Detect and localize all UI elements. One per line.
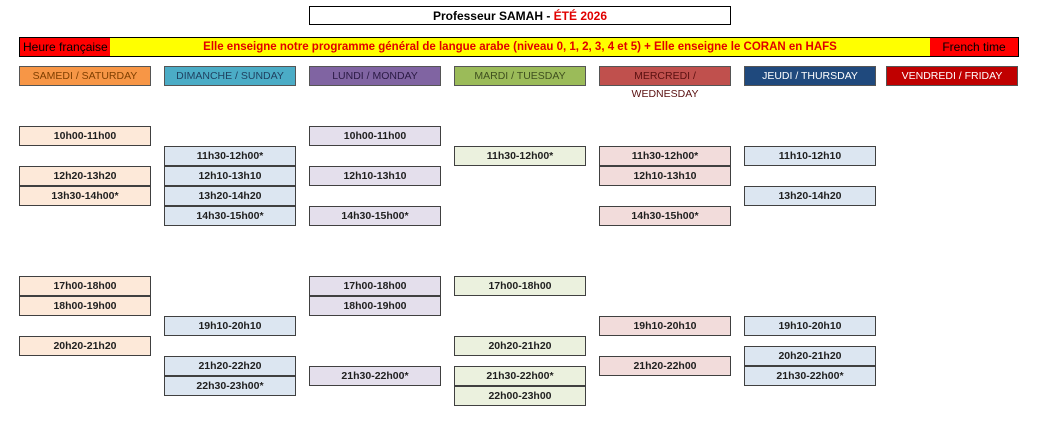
day-header: MARDI / TUESDAY [454, 66, 586, 86]
time-slot: 18h00-19h00 [19, 296, 151, 316]
schedule-title: Professeur SAMAH - ÉTÉ 2026 [309, 6, 731, 25]
time-slot: 22h30-23h00* [164, 376, 296, 396]
time-slot: 14h30-15h00* [309, 206, 441, 226]
time-slot: 14h30-15h00* [599, 206, 731, 226]
title-prefix: Professeur SAMAH - [432, 9, 554, 23]
time-slot: 17h00-18h00 [454, 276, 586, 296]
time-slot: 19h10-20h10 [744, 316, 876, 336]
time-slot: 17h00-18h00 [309, 276, 441, 296]
info-banner: Heure française Elle enseigne notre prog… [19, 37, 1019, 57]
time-slot: 12h10-13h10 [164, 166, 296, 186]
time-slot: 21h30-22h00* [744, 366, 876, 386]
time-slot: 13h30-14h00* [19, 186, 151, 206]
time-slot: 20h20-21h20 [454, 336, 586, 356]
time-slot: 11h30-12h00* [599, 146, 731, 166]
time-slot: 21h20-22h00 [599, 356, 731, 376]
time-slot: 21h20-22h20 [164, 356, 296, 376]
time-slot: 12h10-13h10 [309, 166, 441, 186]
time-slot: 13h20-14h20 [164, 186, 296, 206]
time-slot: 22h00-23h00 [454, 386, 586, 406]
time-slot: 11h30-12h00* [164, 146, 296, 166]
time-slot: 19h10-20h10 [164, 316, 296, 336]
time-slot: 11h10-12h10 [744, 146, 876, 166]
day-header: VENDREDI / FRIDAY [886, 66, 1018, 86]
time-slot: 10h00-11h00 [19, 126, 151, 146]
time-slot: 18h00-19h00 [309, 296, 441, 316]
time-slot: 21h30-22h00* [454, 366, 586, 386]
day-header: SAMEDI / SATURDAY [19, 66, 151, 86]
time-slot: 12h20-13h20 [19, 166, 151, 186]
time-slot: 17h00-18h00 [19, 276, 151, 296]
french-time-label-left: Heure française [20, 38, 110, 56]
time-slot: 13h20-14h20 [744, 186, 876, 206]
time-slot: 20h20-21h20 [744, 346, 876, 366]
title-season: ÉTÉ 2026 [553, 9, 608, 23]
time-slot: 14h30-15h00* [164, 206, 296, 226]
day-header: JEUDI / THURSDAY [744, 66, 876, 86]
day-header: DIMANCHE / SUNDAY [164, 66, 296, 86]
time-slot: 20h20-21h20 [19, 336, 151, 356]
day-header: MERCREDI / WEDNESDAY [599, 66, 731, 100]
time-slot: 12h10-13h10 [599, 166, 731, 186]
program-description: Elle enseigne notre programme général de… [203, 41, 837, 53]
time-slot: 19h10-20h10 [599, 316, 731, 336]
day-header: LUNDI / MONDAY [309, 66, 441, 86]
time-slot: 10h00-11h00 [309, 126, 441, 146]
time-slot: 21h30-22h00* [309, 366, 441, 386]
time-slot: 11h30-12h00* [454, 146, 586, 166]
french-time-label-right: French time [930, 38, 1018, 56]
